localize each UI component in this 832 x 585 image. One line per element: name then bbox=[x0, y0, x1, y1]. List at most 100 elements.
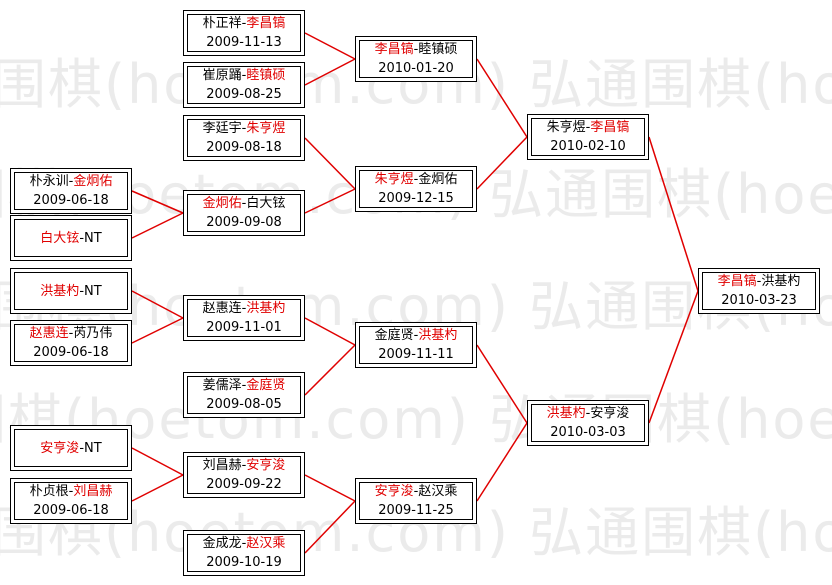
player-two: 白大铉 bbox=[246, 196, 286, 211]
match-box: 崔原踊-睦镇硕 2009-08-25 bbox=[183, 62, 305, 108]
player-two: 赵汉乘 bbox=[418, 484, 458, 499]
match-players: 李昌镐-洪基杓 bbox=[718, 272, 801, 291]
connector-line bbox=[304, 137, 356, 190]
player-two: 赵汉乘 bbox=[246, 536, 286, 551]
versus-dash: - bbox=[413, 484, 419, 499]
match-date: 2010-03-23 bbox=[721, 293, 797, 308]
player-one: 李昌镐 bbox=[717, 274, 757, 289]
match-players: 朴贞根-刘昌赫 bbox=[30, 482, 113, 501]
match-players: 朴正祥-李昌镐 bbox=[203, 14, 286, 33]
match-box: 赵惠连-芮乃伟 2009-06-18 bbox=[10, 320, 132, 366]
player-one: 洪基杓 bbox=[40, 283, 80, 299]
match-date: 2009-11-11 bbox=[378, 347, 454, 362]
match-players: 赵惠连-芮乃伟 bbox=[30, 324, 113, 343]
connector-line bbox=[476, 344, 528, 424]
connector-line bbox=[131, 474, 184, 502]
match-players: 白大铉-NT bbox=[40, 229, 101, 248]
versus-dash: - bbox=[79, 440, 85, 456]
match-date: 2010-02-10 bbox=[550, 139, 626, 154]
connector-line bbox=[304, 32, 356, 60]
match-date: 2009-08-25 bbox=[206, 87, 282, 102]
player-two: NT bbox=[84, 440, 102, 456]
match-box: 朴永训-金炯佑 2009-06-18 bbox=[10, 168, 132, 214]
match-date: 2009-10-19 bbox=[206, 555, 282, 570]
player-two: 李昌镐 bbox=[590, 120, 630, 135]
connector-line bbox=[304, 188, 356, 214]
player-one: 朴正祥 bbox=[202, 16, 242, 31]
match-players: 崔原踊-睦镇硕 bbox=[203, 66, 286, 85]
versus-dash: - bbox=[68, 174, 74, 189]
player-two: 芮乃伟 bbox=[73, 326, 113, 341]
player-one: 朴贞根 bbox=[29, 484, 69, 499]
player-two: 金庭贤 bbox=[246, 378, 286, 393]
versus-dash: - bbox=[79, 230, 85, 246]
match-players: 姜儒泽-金庭贤 bbox=[203, 376, 286, 395]
player-one: 洪基杓 bbox=[546, 406, 586, 421]
match-players: 李昌镐-睦镇硕 bbox=[375, 40, 458, 59]
player-one: 朱亨煜 bbox=[374, 172, 414, 187]
connector-line bbox=[131, 212, 184, 239]
match-date: 2010-03-03 bbox=[550, 425, 626, 440]
player-two: 睦镇硕 bbox=[246, 68, 286, 83]
connector-line bbox=[476, 136, 528, 190]
match-box: 朱亨煜-金炯佑 2009-12-15 bbox=[355, 166, 477, 212]
player-two: 安亨浚 bbox=[246, 458, 286, 473]
player-one: 金庭贤 bbox=[374, 328, 414, 343]
player-one: 朱亨煜 bbox=[546, 120, 586, 135]
versus-dash: - bbox=[756, 274, 762, 289]
connector-line bbox=[304, 317, 356, 346]
player-two: 金炯佑 bbox=[418, 172, 458, 187]
match-date: 2009-09-08 bbox=[206, 215, 282, 230]
match-players: 朴永训-金炯佑 bbox=[30, 172, 113, 191]
match-box: 安亨浚-NT bbox=[10, 425, 132, 471]
versus-dash: - bbox=[79, 283, 85, 299]
connector-line bbox=[648, 136, 699, 292]
match-box: 朴贞根-刘昌赫 2009-06-18 bbox=[10, 478, 132, 524]
match-players: 金庭贤-洪基杓 bbox=[375, 326, 458, 345]
player-one: 刘昌赫 bbox=[202, 458, 242, 473]
player-one: 金炯佑 bbox=[202, 196, 242, 211]
player-two: 睦镇硕 bbox=[418, 42, 458, 57]
player-one: 安亨浚 bbox=[40, 440, 80, 456]
match-players: 赵惠连-洪基杓 bbox=[203, 299, 286, 318]
versus-dash: - bbox=[413, 42, 419, 57]
versus-dash: - bbox=[241, 301, 247, 316]
versus-dash: - bbox=[241, 378, 247, 393]
player-two: 洪基杓 bbox=[761, 274, 801, 289]
connector-line bbox=[648, 290, 699, 424]
match-players: 李廷宇-朱亨煜 bbox=[203, 119, 286, 138]
player-one: 安亨浚 bbox=[374, 484, 414, 499]
match-date: 2009-09-22 bbox=[206, 477, 282, 492]
versus-dash: - bbox=[413, 328, 419, 343]
player-one: 李廷宇 bbox=[202, 121, 242, 136]
match-date: 2009-06-18 bbox=[33, 345, 109, 360]
player-two: 洪基杓 bbox=[418, 328, 458, 343]
connector-line bbox=[304, 500, 356, 554]
match-date: 2009-06-18 bbox=[33, 193, 109, 208]
match-date: 2009-08-18 bbox=[206, 140, 282, 155]
player-two: 刘昌赫 bbox=[73, 484, 113, 499]
versus-dash: - bbox=[241, 16, 247, 31]
player-one: 姜儒泽 bbox=[202, 378, 242, 393]
match-date: 2009-11-13 bbox=[206, 35, 282, 50]
player-one: 赵惠连 bbox=[29, 326, 69, 341]
player-one: 崔原踊 bbox=[202, 68, 242, 83]
match-date: 2009-12-15 bbox=[378, 191, 454, 206]
player-one: 白大铉 bbox=[40, 230, 80, 246]
match-players: 朱亨煜-金炯佑 bbox=[375, 170, 458, 189]
player-two: NT bbox=[84, 230, 102, 246]
player-two: 洪基杓 bbox=[246, 301, 286, 316]
match-players: 金成龙-赵汉乘 bbox=[203, 534, 286, 553]
connector-line bbox=[476, 422, 528, 502]
connector-line bbox=[304, 474, 356, 502]
match-box: 李廷宇-朱亨煜 2009-08-18 bbox=[183, 115, 305, 161]
match-box: 朱亨煜-李昌镐 2010-02-10 bbox=[527, 114, 649, 160]
match-date: 2009-06-18 bbox=[33, 503, 109, 518]
match-players: 朱亨煜-李昌镐 bbox=[547, 118, 630, 137]
match-box: 金成龙-赵汉乘 2009-10-19 bbox=[183, 530, 305, 576]
